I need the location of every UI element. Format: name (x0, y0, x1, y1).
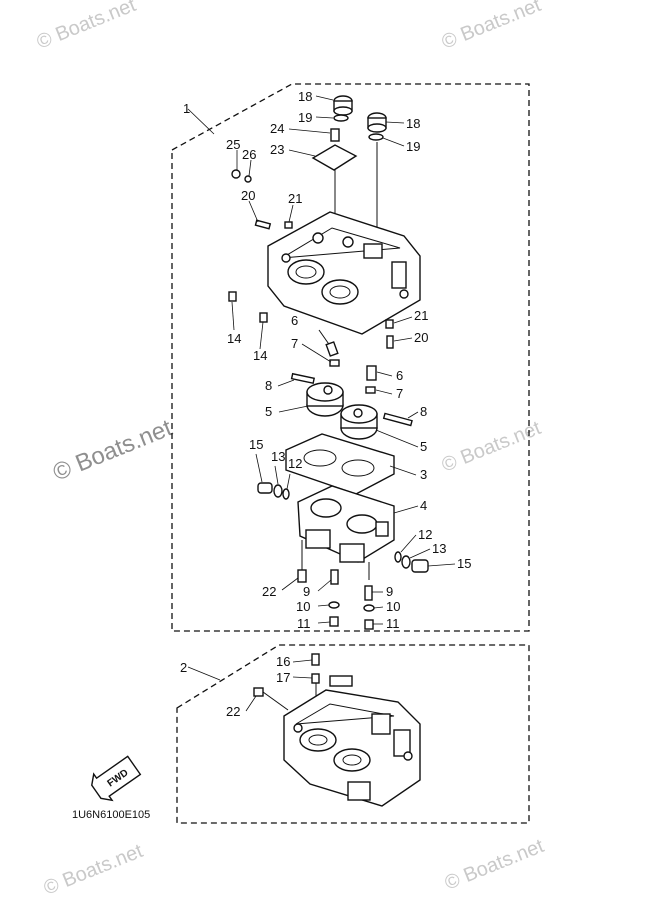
callout-22-lower: 22 (226, 704, 240, 719)
callout-4: 4 (420, 498, 427, 513)
callout-7-right: 7 (396, 386, 403, 401)
callout-6-left: 6 (291, 313, 298, 328)
washer-12-left (282, 488, 290, 500)
needle-6-right (366, 365, 377, 381)
plug-15-right (411, 559, 429, 573)
float-bowl-4 (297, 485, 395, 563)
spring-17 (311, 673, 320, 684)
callout-5-right: 5 (420, 439, 427, 454)
watermark-bottom-left: © Boats.net (41, 840, 147, 900)
callout-20-right: 20 (414, 330, 428, 345)
washer-26 (244, 175, 252, 183)
callout-10-right: 10 (386, 599, 400, 614)
seat-7-left (329, 359, 340, 367)
callout-12-left: 12 (288, 456, 302, 471)
callout-23: 23 (270, 142, 284, 157)
plug-15-left (257, 482, 273, 494)
callout-14-right: 14 (253, 348, 267, 363)
oring-13-right (401, 555, 411, 569)
pin-8-left (290, 372, 316, 385)
callout-leaders (231, 95, 456, 712)
callout-19-right: 19 (406, 139, 420, 154)
screw-11-right (364, 619, 374, 630)
callout-labels: 1 2 18 19 24 23 18 19 25 26 20 21 14 14 … (180, 89, 471, 719)
callout-9-right: 9 (386, 584, 393, 599)
callout-10-left: 10 (296, 599, 310, 614)
cap-18-left (333, 95, 353, 116)
float-5-right (340, 404, 378, 440)
callout-15-right: 15 (457, 556, 471, 571)
callout-9-left: 9 (303, 584, 310, 599)
callout-13-right: 13 (432, 541, 446, 556)
screw-25 (231, 169, 241, 179)
watermark-top-left: © Boats.net (34, 0, 140, 54)
screw-20-right (386, 335, 394, 349)
washer-21-right (385, 319, 394, 329)
washer-10-left (328, 601, 340, 609)
washer-21-left (284, 221, 293, 229)
callout-16: 16 (276, 654, 290, 669)
watermark-bottom-right: © Boats.net (442, 835, 548, 895)
callout-15-left: 15 (249, 437, 263, 452)
cap-18-right (367, 112, 387, 133)
callout-11-left: 11 (297, 616, 311, 631)
callout-11-right: 11 (386, 616, 400, 631)
seat-7-right (365, 386, 376, 394)
washer-12-right (394, 551, 402, 563)
screw-22-lower (253, 687, 264, 697)
callout-group-2: 2 (180, 660, 187, 675)
watermark-mid-left: © Boats.net (49, 414, 176, 486)
callout-25: 25 (226, 137, 240, 152)
assembly-2-parts (253, 653, 421, 807)
callout-18-right: 18 (406, 116, 420, 131)
watermark-top-right: © Boats.net (439, 0, 545, 54)
gasket-3 (285, 433, 395, 495)
plug-14-left (228, 291, 237, 302)
needle-6-left (325, 341, 339, 357)
jet-9-left (330, 569, 339, 585)
carburetor-assembly-complete (283, 675, 421, 807)
callout-22-upper: 22 (262, 584, 276, 599)
plug-14-right (259, 312, 268, 323)
callout-18: 18 (298, 89, 312, 104)
callout-24: 24 (270, 121, 284, 136)
forward-direction-arrow: FWD (91, 755, 142, 802)
callout-26: 26 (242, 147, 256, 162)
callout-17: 17 (276, 670, 290, 685)
callout-12-right: 12 (418, 527, 432, 542)
drawing-code: 1U6N6100E105 (72, 809, 150, 821)
fitting-24 (330, 128, 340, 142)
callout-7-left: 7 (291, 336, 298, 351)
screw-22-upper (297, 569, 307, 583)
callout-group-1: 1 (183, 101, 190, 116)
washer-19-right (368, 133, 384, 141)
callout-8-right: 8 (420, 404, 427, 419)
pin-8-right (382, 412, 413, 427)
screw-11-left (329, 616, 339, 627)
callout-14-left: 14 (227, 331, 241, 346)
assembly-1-parts (228, 95, 429, 630)
callout-21-left: 21 (288, 191, 302, 206)
callout-20-left: 20 (241, 188, 255, 203)
washer-10-right (363, 604, 375, 612)
washer-19-left (333, 114, 349, 122)
cover-plate-23 (311, 144, 358, 171)
callout-8-left: 8 (265, 378, 272, 393)
screw-16 (311, 653, 320, 666)
oring-13-left (273, 484, 283, 498)
callout-13-left: 13 (271, 449, 285, 464)
carburetor-body-upper (267, 211, 421, 335)
callout-5-left: 5 (265, 404, 272, 419)
callout-3: 3 (420, 467, 427, 482)
callout-21-right: 21 (414, 308, 428, 323)
screw-20-left (254, 219, 272, 230)
callout-19: 19 (298, 110, 312, 125)
assembly-1-boundary (171, 83, 530, 632)
jet-9-right (364, 585, 373, 601)
float-5-left (306, 382, 344, 417)
callout-6-right: 6 (396, 368, 403, 383)
